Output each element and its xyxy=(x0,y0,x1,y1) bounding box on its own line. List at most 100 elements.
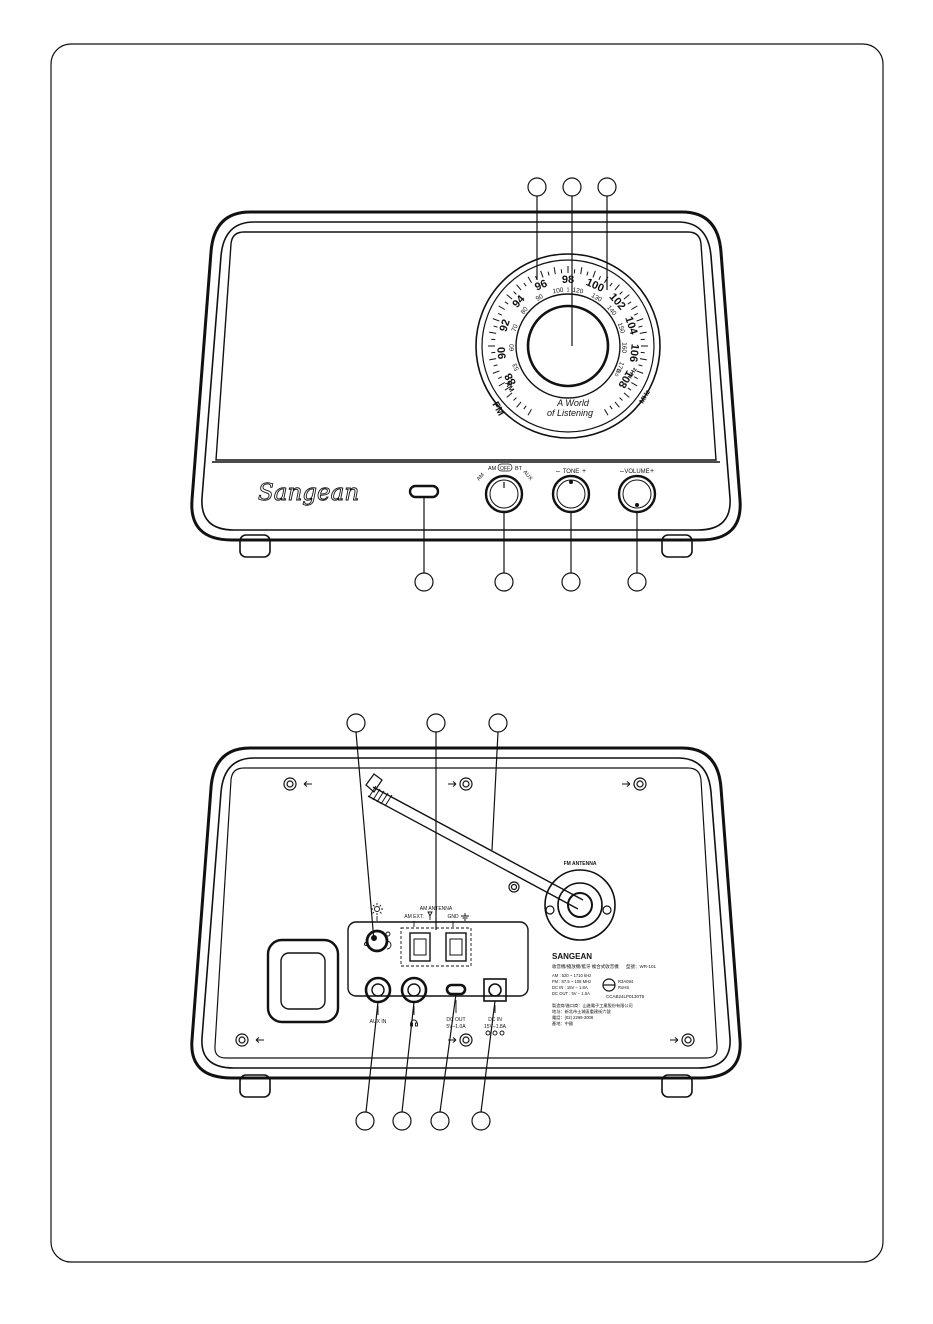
front-grille-panel xyxy=(215,231,717,461)
tuning-knob[interactable] xyxy=(526,304,610,388)
dial-tagline-1: A World xyxy=(556,398,590,408)
rohs-label: RoHS xyxy=(618,985,629,990)
rear-toggle-symbols xyxy=(364,931,392,950)
screw-arrows xyxy=(255,781,679,1043)
volume-label: VOLUME xyxy=(624,469,649,475)
dial-fm-tick-label: 104 xyxy=(622,315,639,337)
dial-tick xyxy=(504,301,509,305)
rear-cabinet-outer xyxy=(190,746,742,1080)
dial-tick xyxy=(638,325,643,328)
dial-tick xyxy=(523,282,527,287)
rear-panel xyxy=(214,767,718,1059)
dial-am-tick-label: 170 xyxy=(614,361,625,374)
fm-antenna-tip xyxy=(365,773,383,793)
dial-am-tick-label: 80 xyxy=(520,306,530,316)
antenna-icon xyxy=(427,911,433,920)
volume-knob-pointer xyxy=(635,503,639,507)
headphone-jack[interactable] xyxy=(400,976,428,1004)
aux-in-label: AUX IN xyxy=(370,1019,387,1025)
callout-circle xyxy=(562,177,582,197)
callout-circle xyxy=(392,1111,412,1131)
fm-telescopic-antenna[interactable] xyxy=(367,786,584,910)
dial-tick xyxy=(639,331,647,334)
dial-tick xyxy=(523,405,527,410)
power-led-indicator xyxy=(408,484,440,499)
mode-selector-knob[interactable] xyxy=(484,474,524,514)
dial-tick xyxy=(498,313,503,316)
rear-callouts xyxy=(346,713,508,1131)
am-ext-terminal-inner xyxy=(413,938,427,956)
dial-tick xyxy=(506,392,513,398)
rear-labels: FM ANTENNA AM ANTENNA AM EXT. GND AUX IN… xyxy=(370,861,657,1030)
polarity-icon xyxy=(485,1030,505,1036)
dial-tick xyxy=(504,387,509,391)
dial-tick xyxy=(540,270,544,278)
rear-icons xyxy=(364,903,505,1036)
callout-circle xyxy=(494,572,514,592)
dc-in-port[interactable] xyxy=(483,978,507,1002)
dial-am-tick-label: 100 xyxy=(552,287,564,296)
dial-am-tick-label: 90 xyxy=(535,293,545,303)
rear-view xyxy=(190,746,742,1098)
dial-tick xyxy=(630,382,638,387)
front-cabinet-inner xyxy=(201,221,731,531)
mode-label-aux: AUX xyxy=(521,469,533,482)
backlight-switch[interactable] xyxy=(365,929,389,953)
callout-circle xyxy=(414,572,434,592)
rear-info-line: 收音機/播放機/藍牙 複合式收音機 xyxy=(552,963,619,970)
dial-am-tick-label: 150 xyxy=(616,322,626,335)
rohs-code: R3A094 xyxy=(618,979,634,984)
dial-fm-tick-label: 98 xyxy=(562,274,574,286)
rear-foot-left xyxy=(239,1074,271,1098)
dial-tick xyxy=(498,305,506,310)
dial-tick xyxy=(636,370,644,374)
dial-tick-marks xyxy=(488,266,648,416)
dial-tick xyxy=(619,397,623,401)
dial-tick xyxy=(604,408,609,416)
dial-tick xyxy=(513,397,517,401)
dial-tick xyxy=(623,392,630,398)
dial-tick xyxy=(614,401,620,408)
dial-fm-tick-label: 96 xyxy=(533,278,549,294)
volume-minus: – xyxy=(620,468,624,475)
fm-antenna-ribs xyxy=(368,785,393,807)
ground-icon xyxy=(461,913,469,921)
rear-screws xyxy=(235,777,695,1047)
dial-fm-tick-label: 90 xyxy=(496,346,509,359)
am-ext-terminal[interactable] xyxy=(409,932,431,962)
dc-out-rating: 5V–1.0A xyxy=(446,1024,466,1030)
dc-out-usb-port[interactable] xyxy=(445,983,467,996)
dial-am-extra-label: 1 xyxy=(567,287,570,293)
dial-tick xyxy=(592,270,596,278)
dial-am-tick-label: 70 xyxy=(511,323,520,332)
dial-am-tick-label: 60 xyxy=(509,343,516,351)
aux-in-jack[interactable] xyxy=(364,976,392,1004)
rear-foot-right xyxy=(661,1074,693,1098)
rear-company-2: 地址：新北市土城區重建街六號 xyxy=(552,1008,611,1015)
mode-label-bt: BT xyxy=(515,466,523,472)
dial-tick xyxy=(498,376,503,379)
rear-connector-panel[interactable] xyxy=(347,921,529,997)
callout-circle xyxy=(488,713,508,733)
dial-tick xyxy=(498,382,506,387)
fm-antenna-mount xyxy=(544,869,616,941)
rear-spec-1: AM : 520 ~ 1710 kHz xyxy=(552,973,591,978)
dial-am-tick-label: 120 xyxy=(572,287,584,296)
rear-spec-2: FM : 87.5 ~ 108 MHz xyxy=(552,979,591,984)
dial-am-tick-label: 160 xyxy=(620,342,627,353)
am-antenna-terminal-group xyxy=(400,927,472,967)
gnd-terminal[interactable] xyxy=(445,932,467,962)
rear-spec-3: DC IN : 15V – 1.8A xyxy=(552,985,588,990)
dial-fm-tick-label: 92 xyxy=(498,318,513,333)
callout-circle xyxy=(430,1111,450,1131)
tone-knob-pointer xyxy=(569,480,573,484)
dial-tick xyxy=(609,282,613,287)
dc-in-port-pin xyxy=(488,983,502,997)
dial-am-tick-label: 130 xyxy=(590,292,603,304)
mode-selector-knob-inner xyxy=(489,479,519,509)
dial-tick xyxy=(609,405,613,410)
dial-tick xyxy=(633,376,638,379)
headphone-jack-inner xyxy=(407,983,421,997)
brand-logo: Sangean xyxy=(258,480,359,506)
dial-tick xyxy=(553,267,556,275)
